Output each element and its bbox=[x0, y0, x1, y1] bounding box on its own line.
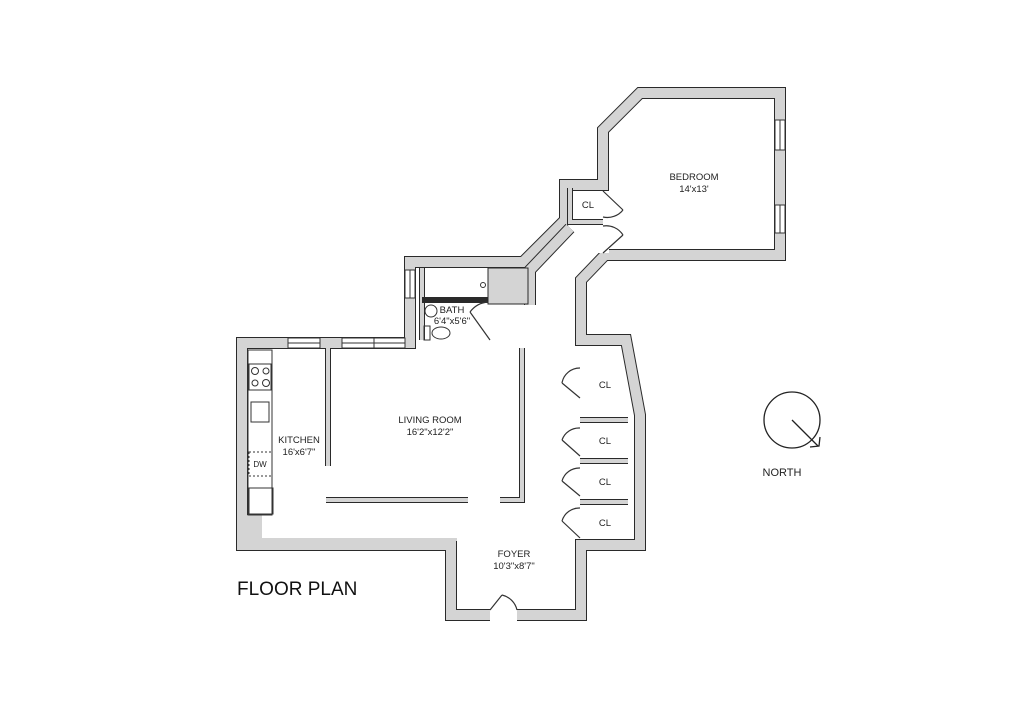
room-label-foyer: FOYER bbox=[498, 549, 531, 560]
windows bbox=[287, 119, 786, 349]
dishwasher-label: DW bbox=[253, 460, 267, 469]
room-label-living: LIVING ROOM bbox=[398, 415, 461, 426]
kitchen-fixtures bbox=[247, 349, 274, 516]
closet-label: CL bbox=[599, 436, 611, 447]
north-compass-icon bbox=[763, 391, 821, 449]
north-label: NORTH bbox=[763, 467, 802, 479]
room-size-foyer: 10'3"x8'7" bbox=[493, 561, 535, 572]
room-label-bedroom: BEDROOM bbox=[669, 172, 718, 183]
page-title: FLOOR PLAN bbox=[237, 579, 357, 600]
closet-label: CL bbox=[582, 200, 594, 211]
closet-label: CL bbox=[599, 518, 611, 529]
room-size-bedroom: 14'x13' bbox=[679, 184, 709, 195]
room-label-kitchen: KITCHEN bbox=[278, 435, 320, 446]
room-size-bath: 6'4"x5'6" bbox=[434, 316, 470, 327]
exterior-walls bbox=[236, 87, 786, 621]
interior-walls bbox=[325, 188, 628, 505]
doors bbox=[469, 190, 624, 622]
closet-label: CL bbox=[599, 380, 611, 391]
room-label-bath: BATH bbox=[440, 305, 465, 316]
room-size-kitchen: 16'x6'7" bbox=[283, 447, 316, 458]
room-size-living: 16'2"x12'2" bbox=[407, 427, 454, 438]
closet-label: CL bbox=[599, 477, 611, 488]
bath-fixtures bbox=[423, 282, 486, 341]
